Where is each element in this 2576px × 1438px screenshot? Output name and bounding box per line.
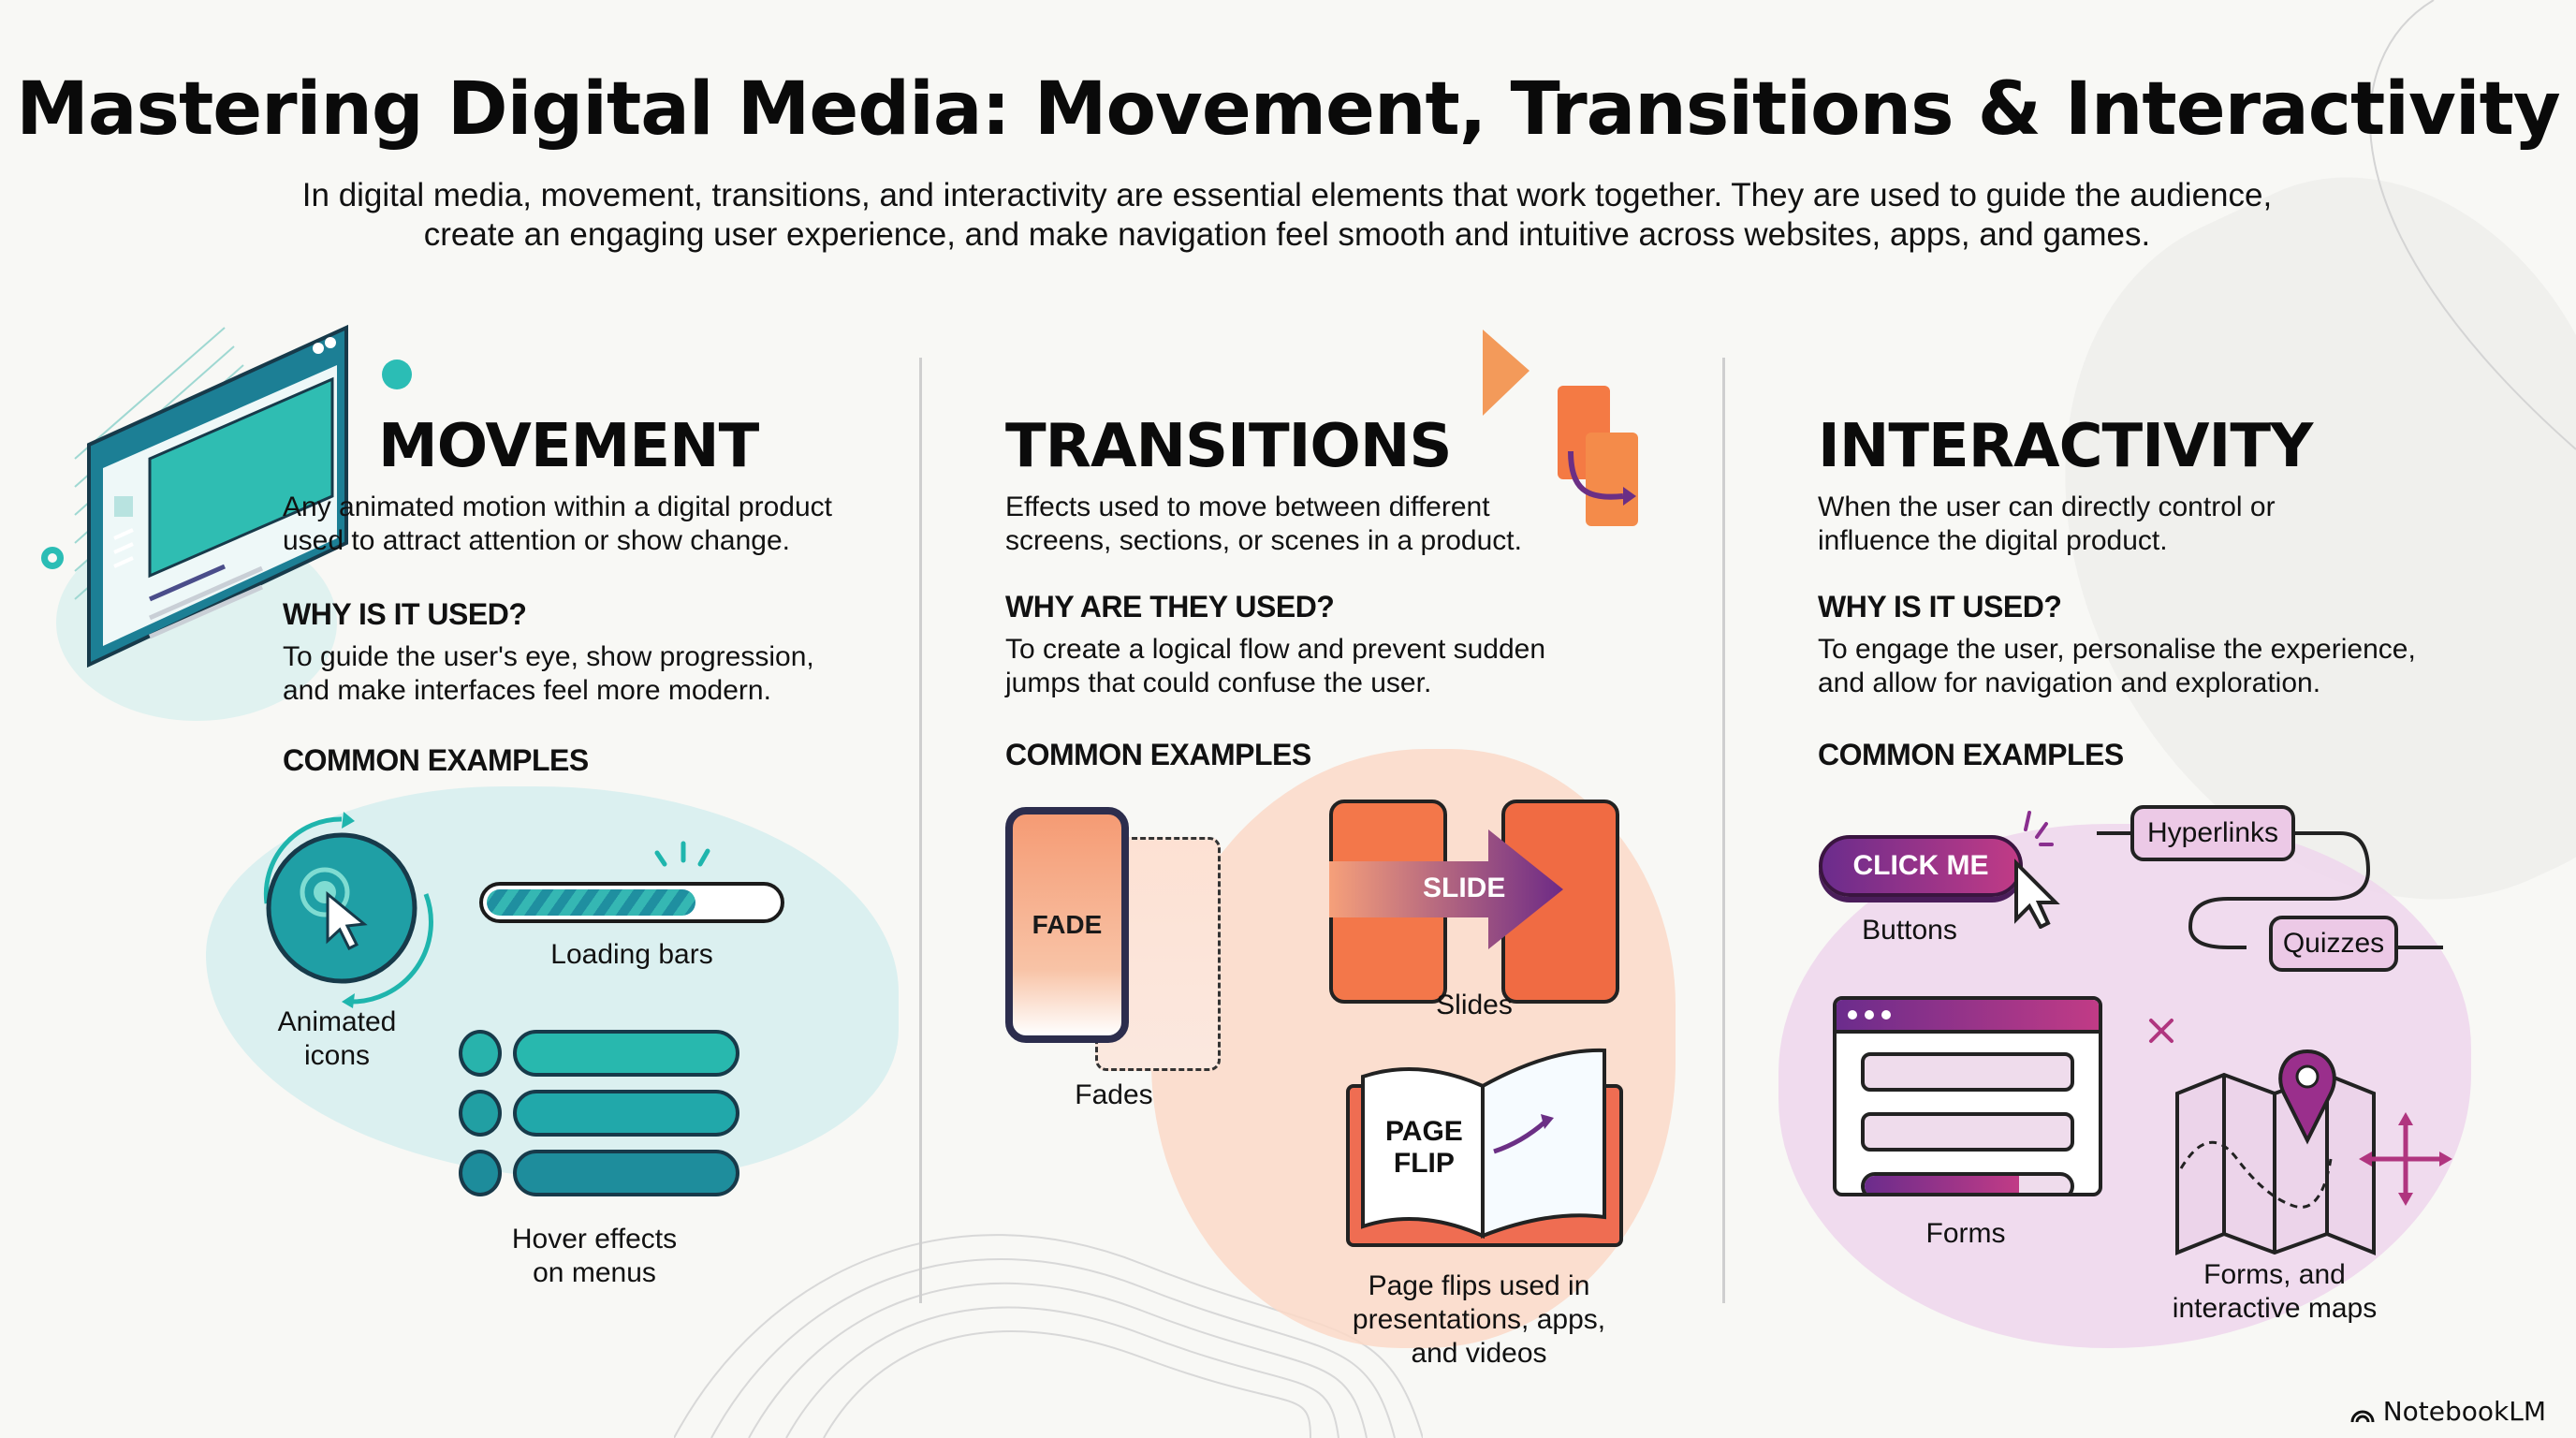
transitions-definition: Effects used to move between different s…	[1005, 491, 1522, 558]
form-progress	[1861, 1172, 2074, 1193]
movement-definition: Any animated motion within a digital pro…	[283, 491, 832, 558]
form-field[interactable]	[1861, 1112, 2074, 1152]
interactivity-definition: When the user can directly control or in…	[1818, 491, 2276, 558]
notebooklm-logo-icon	[2350, 1410, 2375, 1422]
decor-dot-teal	[382, 360, 412, 389]
fade-phone-icon: FADE	[1005, 807, 1129, 1043]
movement-why-heading: WHY IS IT USED?	[283, 597, 527, 631]
menu-icon	[459, 1030, 502, 1077]
hyperlinks-label: Hyperlinks	[2146, 817, 2279, 848]
decor-ring-teal	[41, 547, 64, 569]
transitions-definition-line-1: Effects used to move between different	[1005, 492, 1490, 522]
loading-bar-fill	[487, 889, 696, 916]
transitions-why-line-2: jumps that could confuse the user.	[1005, 668, 1432, 698]
hover-effects-label: Hover effects on menus	[468, 1223, 721, 1290]
notebooklm-brand: NotebookLM	[2349, 1396, 2546, 1427]
close-x-icon	[2149, 1019, 2174, 1043]
click-me-label: CLICK ME	[1852, 850, 1989, 881]
page-title: Mastering Digital Media: Movement, Trans…	[16, 67, 2560, 152]
movement-title: MOVEMENT	[378, 412, 759, 481]
transitions-why-line-1: To create a logical flow and prevent sud…	[1005, 634, 1546, 665]
hover-menu-item[interactable]	[459, 1150, 739, 1196]
quizzes-label: Quizzes	[2282, 928, 2385, 959]
transitions-why-heading: WHY ARE THEY USED?	[1005, 590, 1335, 624]
hover-menu-list	[459, 1030, 739, 1196]
interactivity-why-heading: WHY IS IT USED?	[1818, 590, 2062, 624]
slides-label: Slides	[1436, 990, 1513, 1020]
interactivity-why-text: To engage the user, personalise the expe…	[1818, 633, 2416, 700]
animated-cursor-icon	[263, 812, 433, 1008]
page-subtitle: In digital media, movement, transitions,…	[281, 176, 2293, 255]
maps-label: Forms, and interactive maps	[2153, 1258, 2396, 1326]
page-inner-line-2: FLIP	[1393, 1148, 1455, 1179]
loading-bar	[479, 882, 784, 923]
fades-label: Fades	[1075, 1079, 1153, 1110]
interactive-map-icon	[2175, 1049, 2452, 1255]
movement-why-line-2: and make interfaces feel more modern.	[283, 675, 771, 706]
maps-label-line-1: Forms, and	[2203, 1259, 2346, 1290]
form-window-icon	[1833, 996, 2102, 1196]
loading-bars-label: Loading bars	[550, 939, 713, 970]
form-window-titlebar	[1837, 1000, 2099, 1034]
hyperlinks-chip[interactable]: Hyperlinks	[2130, 805, 2295, 861]
page-flips-label-line-1: Page flips used in	[1368, 1270, 1590, 1301]
transitions-examples-heading: COMMON EXAMPLES	[1005, 738, 1311, 771]
hover-effects-label-line-2: on menus	[533, 1257, 656, 1288]
menu-icon	[459, 1150, 502, 1196]
movement-examples-heading: COMMON EXAMPLES	[283, 743, 589, 777]
page-flip-book-icon	[1346, 1048, 1623, 1247]
transitions-why-text: To create a logical flow and prevent sud…	[1005, 633, 1545, 700]
transitions-title: TRANSITIONS	[1005, 412, 1452, 481]
slide-arrow-icon	[1329, 829, 1563, 949]
interactivity-why-line-2: and allow for navigation and exploration…	[1818, 668, 2321, 698]
browser-window-icon	[74, 324, 348, 668]
quizzes-chip[interactable]: Quizzes	[2269, 916, 2398, 972]
subtitle-line-2: create an engaging user experience, and …	[423, 216, 2151, 253]
interactivity-definition-line-1: When the user can directly control or	[1818, 492, 2276, 522]
cursor-pointer-icon	[2014, 811, 2060, 929]
fade-inner-label: FADE	[1032, 910, 1103, 939]
hover-menu-item-active[interactable]	[459, 1090, 739, 1137]
page-flips-label-line-2: presentations, apps,	[1352, 1304, 1606, 1335]
movement-why-line-1: To guide the user's eye, show progressio…	[283, 641, 814, 672]
transition-screens-icon	[1483, 330, 1638, 526]
animated-icons-label: Animated icons	[253, 1005, 421, 1073]
hover-menu-item[interactable]	[459, 1030, 739, 1077]
movement-why-text: To guide the user's eye, show progressio…	[283, 640, 814, 708]
forms-label: Forms	[1925, 1218, 2006, 1249]
click-me-button[interactable]: CLICK ME	[1819, 835, 2023, 897]
subtitle-line-1: In digital media, movement, transitions,…	[301, 177, 2273, 213]
page-flips-label: Page flips used in presentations, apps, …	[1320, 1269, 1638, 1371]
buttons-label: Buttons	[1862, 915, 1957, 946]
interactivity-title: INTERACTIVITY	[1818, 412, 2313, 481]
animated-icons-label-line-2: icons	[303, 1040, 371, 1071]
movement-definition-line-2: used to attract attention or show change…	[283, 525, 791, 556]
notebooklm-label: NotebookLM	[2382, 1396, 2546, 1427]
page-inner-line-1: PAGE	[1385, 1116, 1463, 1147]
maps-label-line-2: interactive maps	[2172, 1293, 2378, 1324]
hover-effects-label-line-1: Hover effects	[511, 1224, 678, 1255]
background-wave-lines	[674, 1234, 1423, 1438]
movement-definition-line-1: Any animated motion within a digital pro…	[283, 492, 832, 522]
interactivity-examples-heading: COMMON EXAMPLES	[1818, 738, 2124, 771]
column-divider-1	[919, 358, 922, 1303]
background-curve-lines	[2369, 0, 2576, 450]
interactivity-definition-line-2: influence the digital product.	[1818, 525, 2168, 556]
menu-icon	[459, 1090, 502, 1137]
page-flip-inner-label: PAGE FLIP	[1385, 1116, 1463, 1180]
animated-icons-label-line-1: Animated	[277, 1006, 397, 1037]
loading-bar-sparkle-icon	[654, 841, 710, 867]
form-field[interactable]	[1861, 1052, 2074, 1092]
column-divider-2	[1722, 358, 1725, 1303]
interactivity-why-line-1: To engage the user, personalise the expe…	[1818, 634, 2416, 665]
slide-inner-label: SLIDE	[1423, 873, 1506, 903]
page-flips-label-line-3: and videos	[1411, 1338, 1547, 1369]
transitions-definition-line-2: screens, sections, or scenes in a produc…	[1005, 525, 1522, 556]
